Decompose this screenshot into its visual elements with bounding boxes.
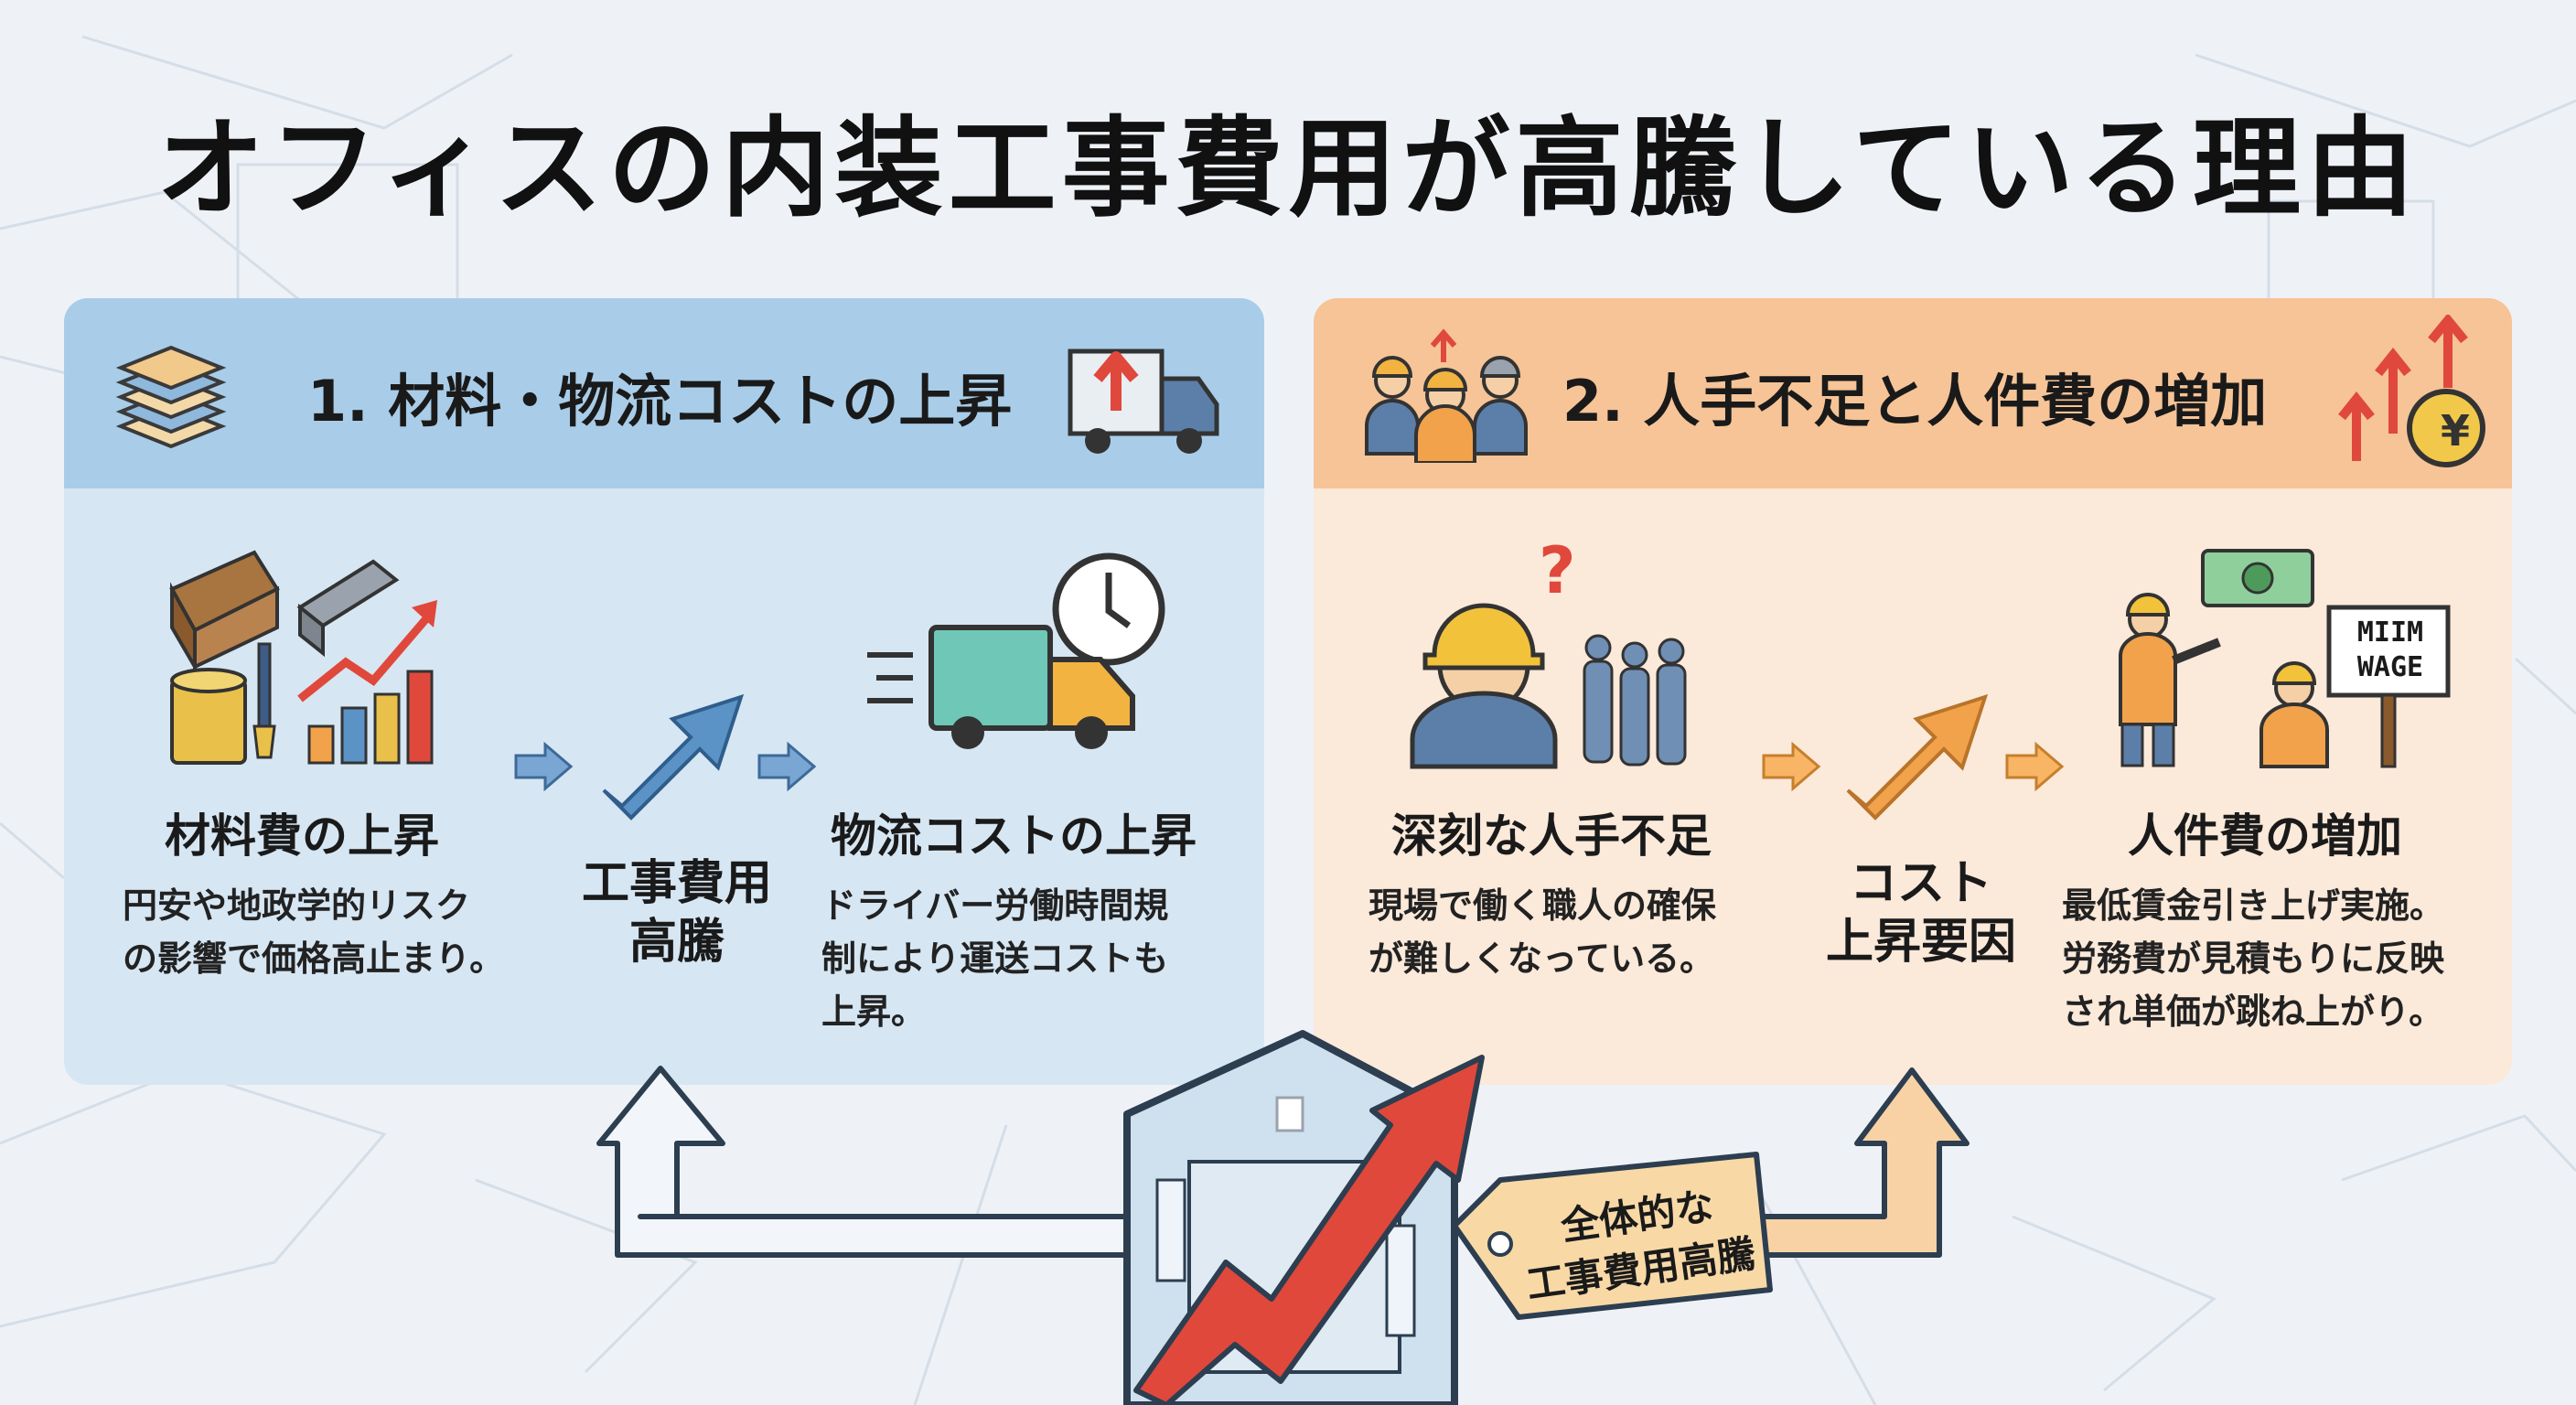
delivery-truck-up-icon xyxy=(1068,349,1219,454)
materials-logistics-heading: 1. 材料・物流コストの上昇 xyxy=(307,368,1013,434)
minimum-wage-icon xyxy=(2119,549,2451,768)
yen-symbol: ¥ xyxy=(2440,406,2470,456)
labor-cost-desc-1: 最低賃金引き上げ実施。 xyxy=(2062,885,2445,926)
logistics-truck-clock-icon xyxy=(867,552,1165,749)
rising-arrow-icon xyxy=(1846,693,1989,820)
labor-heading: 2. 人手不足と人件費の増加 xyxy=(1562,368,2268,434)
labor-shortage-desc-2: が難しくなっている。 xyxy=(1368,938,1715,979)
logistics-cost-desc-1: ドライバー労働時間規 xyxy=(821,885,1169,926)
labor-cost-title: 人件費の増加 xyxy=(2128,810,2402,863)
materials-logistics-header xyxy=(64,298,1264,488)
labor-panel: 2. 人手不足と人件費の増加 ¥ ? 深刻な人手不足 現場で働く職人 xyxy=(1314,298,2512,1085)
material-cost-desc-1: 円安や地政学的リスク xyxy=(123,885,471,926)
overall-cost-tag xyxy=(1452,1152,1773,1320)
flow-arrow-icon xyxy=(1762,741,1821,792)
worker-shortage-icon: ? xyxy=(1410,538,1687,769)
labor-header xyxy=(1314,298,2512,488)
labor-shortage-desc-1: 現場で働く職人の確保 xyxy=(1368,885,1717,926)
svg-text:?: ? xyxy=(1539,538,1576,608)
construction-cost-label-1: 工事費用 xyxy=(581,856,772,911)
yen-rising-icon xyxy=(2338,315,2485,467)
rising-arrow-icon xyxy=(602,693,745,820)
right-connector-arrow xyxy=(1754,1067,1970,1258)
cost-factor-label-1: コスト xyxy=(1849,856,1992,911)
materials-cost-icon xyxy=(169,550,437,765)
labor-cost-desc-3: され単価が跳ね上がり。 xyxy=(2062,992,2444,1032)
workers-group-icon xyxy=(1365,328,1528,463)
material-cost-title: 材料費の上昇 xyxy=(165,810,439,863)
logistics-cost-desc-3: 上昇。 xyxy=(821,992,927,1032)
flow-arrow-icon xyxy=(757,741,817,792)
flow-arrow-icon xyxy=(514,741,574,792)
wage-sign-line-2: WAGE xyxy=(2356,651,2424,683)
logistics-cost-title: 物流コストの上昇 xyxy=(831,810,1197,863)
materials-logistics-panel: 1. 材料・物流コストの上昇 材料費の上昇 円安や xyxy=(64,298,1264,1085)
wage-sign-line-1: MIIM xyxy=(2356,617,2424,649)
left-connector-arrow xyxy=(596,1066,1132,1258)
labor-shortage-title: 深刻な人手不足 xyxy=(1391,810,1712,863)
construction-cost-label-2: 高騰 xyxy=(628,915,724,970)
labor-cost-desc-2: 労務費が見積もりに反映 xyxy=(2062,938,2445,979)
big-rising-arrow-icon xyxy=(1133,1055,1485,1405)
stacked-boards-icon xyxy=(115,345,227,449)
flow-arrow-icon xyxy=(2005,741,2065,792)
logistics-cost-desc-2: 制により運送コストも xyxy=(821,938,1169,979)
page-title: オフィスの内装工事費用が高騰している理由 xyxy=(156,105,2420,231)
material-cost-desc-2: の影響で価格高止まり。 xyxy=(123,938,505,979)
cost-factor-label-2: 上昇要因 xyxy=(1825,915,2016,970)
